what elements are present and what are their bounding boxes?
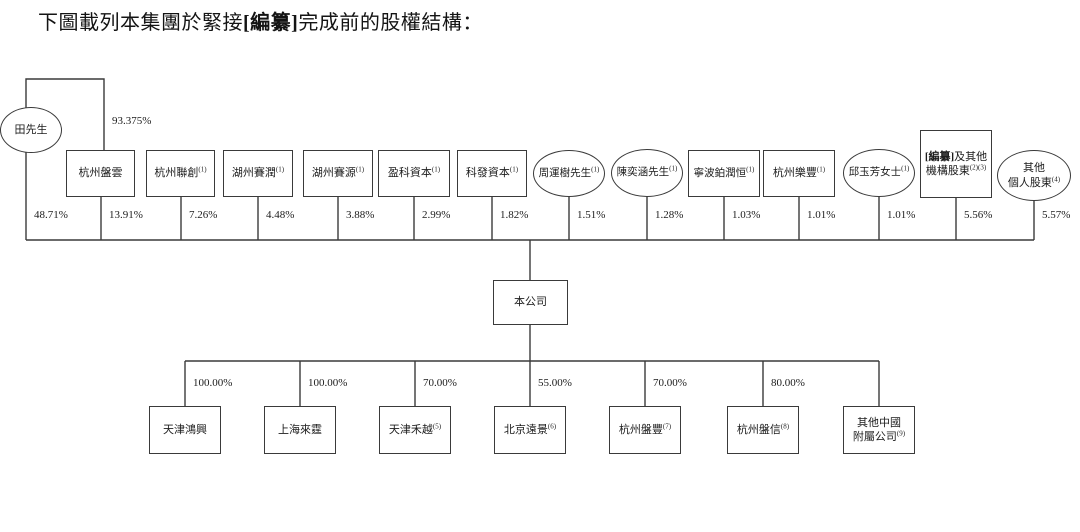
stake-mr-zhou-yunshu: 1.51% — [577, 209, 606, 221]
node-company: 本公司 — [493, 280, 568, 325]
node-label: 邱玉芳女士(1) — [848, 164, 910, 179]
stake-beijing-yuanjing: 55.00% — [538, 377, 572, 389]
node-label: 杭州樂豐(1) — [772, 165, 826, 180]
node-label: 上海來霆 — [278, 423, 322, 436]
title-prefix: 下圖載列本集團於緊接 — [38, 12, 243, 34]
stake-hangzhou-panyun: 13.91% — [109, 209, 143, 221]
node-other-prc-subsidiaries: 其他中國 附屬公司(9) — [843, 406, 915, 454]
node-label: 杭州聯創(1) — [154, 165, 207, 180]
node-hangzhou-panxin: 杭州盤信(8) — [727, 406, 799, 454]
node-redacted-institutional-shareholders: [編纂]及其他 機構股東(2)(3) — [920, 130, 992, 198]
node-label: 杭州盤信(8) — [736, 422, 790, 436]
stake-hangzhou-lefeng: 1.01% — [807, 209, 836, 221]
node-label: 湖州賽潤(1) — [231, 165, 285, 180]
stake-huzhou-saiyuan: 3.88% — [346, 209, 375, 221]
stake-ningbo-borunheng: 1.03% — [732, 209, 761, 221]
node-hangzhou-panfeng: 杭州盤豐(7) — [609, 406, 681, 454]
node-shanghai-laiting: 上海來霆 — [264, 406, 336, 454]
stake-tianjin-hongxing: 100.00% — [193, 377, 233, 389]
node-label: 科發資本(1) — [465, 165, 519, 180]
node-label: 天津鴻興 — [163, 423, 207, 436]
stake-mr-tian: 48.71% — [34, 209, 68, 221]
node-ningbo-borunheng: 寧波鉑潤恒(1) — [688, 150, 760, 197]
node-ms-qiu-yufang: 邱玉芳女士(1) — [843, 149, 915, 197]
node-mr-chen-yihan: 陳奕涵先生(1) — [611, 149, 683, 197]
node-mr-tian: 田先生 — [0, 107, 62, 153]
node-other-individual-shareholders: 其他 個人股東(4) — [997, 150, 1071, 201]
node-tianjin-hongxing: 天津鴻興 — [149, 406, 221, 454]
diagram-title: 下圖載列本集團於緊接[編纂]完成前的股權結構： — [38, 6, 483, 35]
node-label: 天津禾越(5) — [388, 422, 442, 436]
node-beijing-yuanjing: 北京遠景(6) — [494, 406, 566, 454]
node-label-line2: 機構股東(2)(3) — [925, 163, 987, 177]
node-label-line1: [編纂]及其他 — [924, 150, 988, 163]
node-huzhou-sairun: 湖州賽潤(1) — [223, 150, 293, 197]
node-tianjin-heyue: 天津禾越(5) — [379, 406, 451, 454]
stake-hangzhou-panxin: 80.00% — [771, 377, 805, 389]
stake-huzhou-sairun: 4.48% — [266, 209, 295, 221]
stake-hangzhou-lianchuang: 7.26% — [189, 209, 218, 221]
node-hangzhou-lefeng: 杭州樂豐(1) — [763, 150, 835, 197]
stake-tian-in-panyun: 93.375% — [112, 115, 152, 127]
stake-hangzhou-panfeng: 70.00% — [653, 377, 687, 389]
node-huzhou-saiyuan: 湖州賽源(1) — [303, 150, 373, 197]
stake-shanghai-laiting: 100.00% — [308, 377, 348, 389]
stake-mr-chen-yihan: 1.28% — [655, 209, 684, 221]
node-label: 陳奕涵先生(1) — [616, 164, 678, 179]
stake-redacted-institutional: 5.56% — [964, 209, 993, 221]
node-label-line2: 附屬公司(9) — [852, 429, 906, 443]
node-yingke-capital: 盈科資本(1) — [378, 150, 450, 197]
node-label: 杭州盤雲 — [78, 167, 123, 180]
node-label: 盈科資本(1) — [387, 165, 441, 180]
node-hangzhou-lianchuang: 杭州聯創(1) — [146, 150, 215, 197]
node-label: 寧波鉑潤恒(1) — [693, 165, 755, 179]
stake-kefa-capital: 1.82% — [500, 209, 529, 221]
title-redacted-tag: [編纂] — [243, 12, 299, 34]
node-label: 北京遠景(6) — [503, 422, 557, 436]
stake-other-individual: 5.57% — [1042, 209, 1071, 221]
node-label: 田先生 — [14, 123, 48, 136]
node-hangzhou-panyun: 杭州盤雲 — [66, 150, 135, 197]
node-label-line1: 其他 — [1023, 162, 1045, 175]
stake-ms-qiu-yufang: 1.01% — [887, 209, 916, 221]
node-kefa-capital: 科發資本(1) — [457, 150, 527, 197]
node-label: 周運樹先生(1) — [538, 165, 600, 179]
stake-yingke-capital: 2.99% — [422, 209, 451, 221]
node-mr-zhou-yunshu: 周運樹先生(1) — [533, 150, 605, 197]
node-label-line1: 其他中國 — [857, 416, 901, 429]
tian-to-panyun-connector — [25, 78, 105, 150]
stake-tianjin-heyue: 70.00% — [423, 377, 457, 389]
node-label: 杭州盤豐(7) — [618, 422, 672, 436]
node-label-line2: 個人股東(4) — [1007, 174, 1061, 189]
node-label: 本公司 — [514, 296, 547, 309]
title-suffix: 完成前的股權結構： — [298, 12, 483, 34]
node-label: 湖州賽源(1) — [311, 165, 365, 180]
